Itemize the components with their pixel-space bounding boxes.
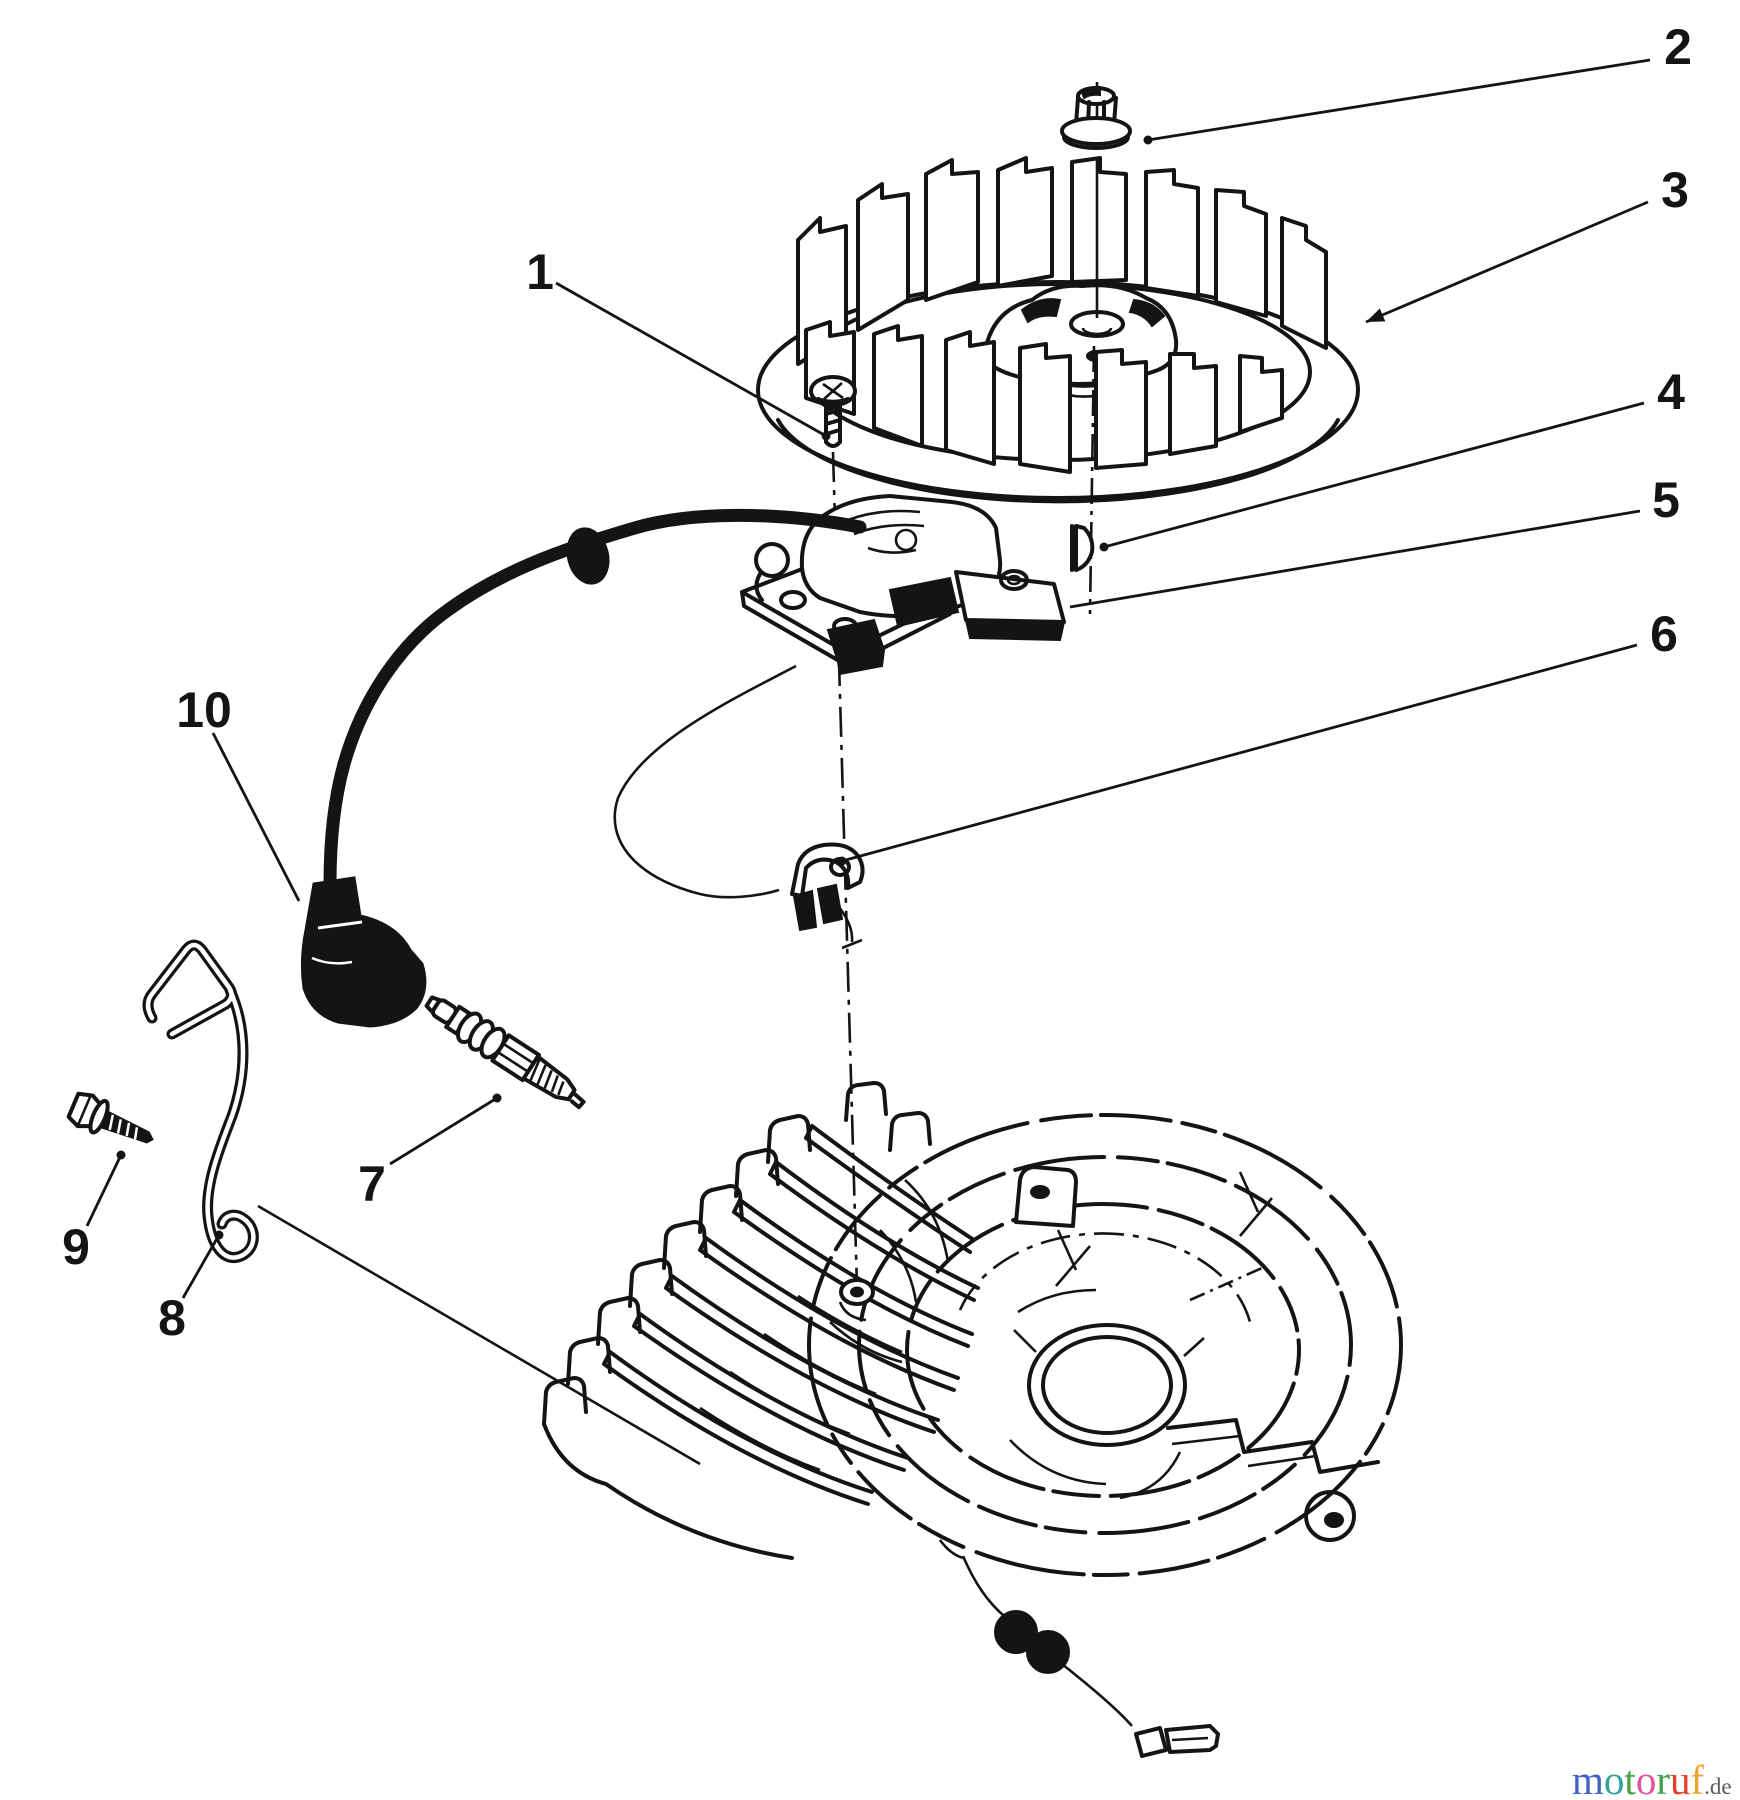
callout-endpoint-dot [492, 1093, 502, 1103]
flywheel-blade [872, 324, 924, 448]
flywheel-blade [944, 330, 996, 466]
callout-leader-5 [1069, 509, 1641, 609]
callout-leader-2 [1147, 58, 1651, 142]
flywheel [756, 156, 1360, 504]
callout-leader-3 [1365, 200, 1649, 324]
callout-label-8: 8 [158, 1290, 186, 1346]
watermark-logo: motoruf.de [1572, 1757, 1732, 1800]
spark-plug-wire [323, 508, 867, 891]
woodruff-key [1070, 524, 1095, 572]
wire-guide [142, 939, 259, 1263]
callout-leader-10 [211, 732, 301, 902]
callout-label-10: 10 [176, 682, 232, 738]
flywheel-blade [1238, 354, 1284, 434]
ground-wire [938, 1539, 1220, 1758]
flange-bolt [66, 1091, 154, 1144]
wire-guide-reference-line [257, 1204, 701, 1466]
callout-endpoint-dot [837, 856, 847, 866]
flywheel-blade [1168, 352, 1218, 456]
callout-leader-9 [85, 1154, 123, 1227]
callout-leader-4 [1103, 401, 1645, 549]
flywheel-blade [1280, 216, 1328, 350]
screw-boss-hole [838, 1278, 875, 1322]
callout-endpoint-dot [214, 1230, 224, 1240]
coil-mounting-screw [809, 375, 857, 448]
flywheel-blade [1214, 188, 1268, 318]
callout-label-5: 5 [1652, 472, 1680, 528]
flange-nut [1060, 85, 1132, 150]
callout-leader-8 [181, 1234, 221, 1299]
coil-bracket-arm [954, 569, 1066, 642]
coil-kill-wire [613, 664, 863, 950]
flywheel-blade [1070, 156, 1128, 284]
spark-plug-boot [300, 876, 427, 1028]
crankshaft-bore [1027, 1323, 1187, 1447]
callout-label-7: 7 [358, 1156, 386, 1212]
callout-endpoint-dot [1143, 135, 1153, 145]
wire-grommet [1026, 1630, 1070, 1674]
wire-grommet [994, 1610, 1038, 1654]
coil-lamination-pad [836, 648, 886, 676]
callout-label-1: 1 [526, 244, 554, 300]
ignition-coil [740, 494, 1066, 676]
callout-endpoint-dot [821, 431, 831, 441]
flywheel-blade [1144, 168, 1200, 298]
callout-label-4: 4 [1657, 364, 1685, 420]
flywheel-blade [1018, 342, 1072, 474]
callouts: 1 2 3 4 5 6 7 8 9 10 [62, 19, 1692, 1346]
blower-housing [807, 1113, 1403, 1577]
flywheel-blade [996, 156, 1054, 288]
callout-label-9: 9 [62, 1219, 90, 1275]
wire-clamp [790, 842, 865, 932]
callout-label-6: 6 [1650, 606, 1678, 662]
callout-label-3: 3 [1661, 162, 1689, 218]
flywheel-blade [1094, 348, 1148, 470]
flywheel-blade [856, 182, 910, 332]
callout-endpoint-dot [116, 1150, 126, 1160]
callout-leader-7 [389, 1096, 498, 1166]
callout-leader-1 [555, 281, 827, 438]
callout-leader-6 [841, 643, 1638, 863]
engine-cylinder-fins [542, 1081, 980, 1560]
spark-plug [424, 995, 586, 1110]
callout-label-2: 2 [1664, 19, 1692, 75]
flywheel-blade [924, 158, 980, 302]
mounting-tab [1014, 1165, 1078, 1228]
spade-connector [1134, 1724, 1220, 1758]
wire-grommet-bead [566, 527, 610, 585]
coil-lamination-pad [888, 576, 960, 628]
callout-endpoint-arrow [1366, 308, 1386, 322]
callout-endpoint-dot [1099, 542, 1109, 552]
